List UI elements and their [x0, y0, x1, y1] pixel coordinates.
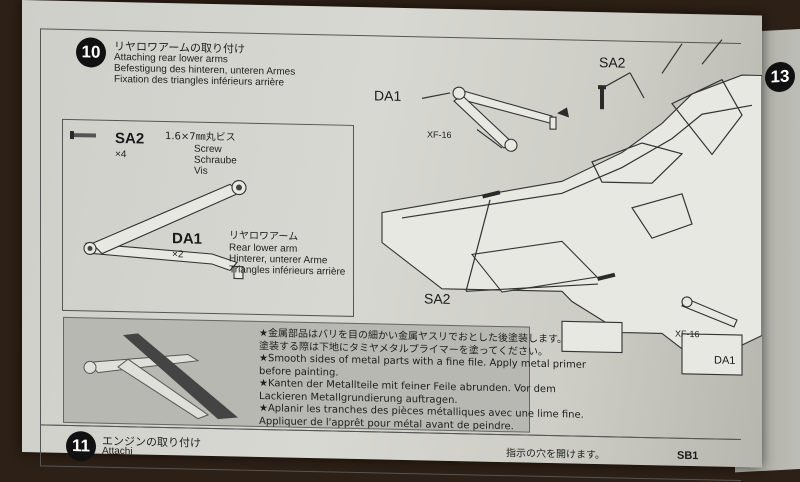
- diagram-xf16-bottom: XF-16: [675, 328, 700, 340]
- diagram-xf16-top: XF-16: [427, 129, 452, 140]
- screw-icons: [482, 85, 616, 281]
- assembly-diagram: [381, 39, 762, 376]
- file-icon: [123, 333, 238, 420]
- diagram-sa2-top: SA2: [599, 54, 626, 71]
- step-11-badge: 11: [66, 430, 96, 462]
- parts-illustration: [70, 131, 247, 280]
- da1-qty: ×2: [172, 249, 184, 261]
- step-11-number: 11: [72, 436, 90, 456]
- step-10-badge: 10: [76, 37, 106, 68]
- step-10-number: 10: [81, 42, 101, 62]
- da1-code: DA1: [172, 230, 203, 248]
- rear-lower-arm-top-icon: [452, 86, 569, 152]
- sa2-code: SA2: [115, 129, 145, 148]
- step-13-number: 13: [770, 66, 790, 87]
- screw-icon: [70, 131, 96, 140]
- chassis-icon: [381, 39, 762, 376]
- diagram-da1-bottom: DA1: [714, 354, 736, 367]
- rear-lower-arm-bottom-icon: [681, 296, 738, 328]
- step-13-badge: 13: [765, 61, 795, 93]
- sa2-spec-jp: 1.6×7㎜丸ビス: [165, 130, 236, 144]
- step-11-note-jp: 指示の穴を開けます。: [506, 448, 605, 462]
- sa2-qty: ×4: [115, 148, 127, 161]
- notes-box: ★金属部品はバリを目の細かい金属ヤスリでおとした後塗装します。 塗装する際は下地…: [63, 316, 586, 433]
- sa2-fr: Vis: [194, 165, 208, 177]
- diagram-da1-top: DA1: [374, 87, 402, 104]
- manual-page: 10 リヤロワアームの取り付け Attaching rear lower arm…: [22, 0, 762, 482]
- rear-lower-arm-icon: [83, 179, 247, 280]
- diagram-sa2-bottom: SA2: [424, 290, 451, 307]
- file-and-arm-illustration: [83, 333, 238, 420]
- da1-fr: Triangles inférieurs arrière: [229, 264, 346, 278]
